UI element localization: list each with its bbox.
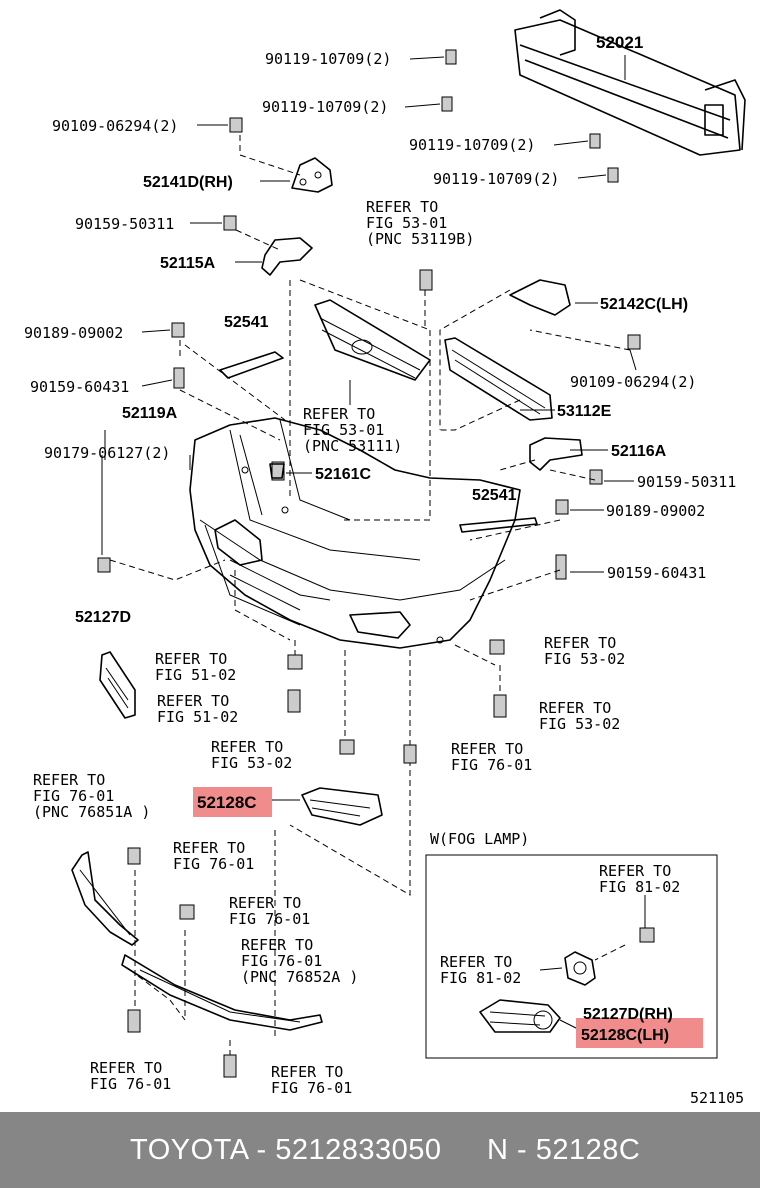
label-ref4a: REFER TO	[155, 650, 227, 668]
fasteners-lower	[127, 639, 655, 1078]
label-ref6b: FIG 53-02	[539, 715, 620, 733]
label-ref13c: (PNC 76852A )	[241, 968, 358, 986]
label-ref15b: FIG 76-01	[90, 1075, 171, 1093]
reinforcement-52021	[514, 9, 746, 156]
label-c9: 90159-60431	[30, 378, 129, 396]
bolt-icon	[171, 49, 641, 580]
fog-cover-52127D	[99, 651, 136, 719]
label-c1: 90119-10709(2)	[265, 50, 391, 68]
label-ref14b: FIG 81-02	[440, 969, 521, 987]
label-52142C: 52142C(LH)	[600, 296, 688, 313]
label-c2: 90119-10709(2)	[262, 98, 388, 116]
label-c12: 90189-09002	[606, 502, 705, 520]
label-c4: 90119-10709(2)	[409, 136, 535, 154]
label-ref8a: REFER TO	[451, 740, 523, 758]
label-c3: 90109-06294(2)	[52, 117, 178, 135]
label-fog-title: W(FOG LAMP)	[430, 830, 529, 848]
label-c13: 90159-60431	[607, 564, 706, 582]
label-ref5a: REFER TO	[157, 692, 229, 710]
footer-part-number: TOYOTA - 5212833050	[130, 1133, 442, 1166]
label-ref3a: REFER TO	[544, 634, 616, 652]
label-ref2b: FIG 53-01	[303, 421, 384, 439]
grille-53111	[314, 299, 431, 381]
label-ref16a: REFER TO	[271, 1063, 343, 1081]
label-ref2c: (PNC 53111)	[303, 437, 402, 455]
labels: 52021 90119-10709(2) 90119-10709(2) 9010…	[24, 33, 744, 1107]
label-ref16b: FIG 76-01	[271, 1079, 352, 1097]
bracket-52141D	[291, 157, 333, 193]
spoiler-76851A	[71, 851, 139, 946]
label-52128C: 52128C	[197, 793, 257, 812]
label-ref11b: FIG 81-02	[599, 878, 680, 896]
bracket-52116A	[529, 437, 583, 471]
highlight-52128C	[193, 787, 272, 817]
grille-53112E	[444, 337, 553, 421]
label-ref6a: REFER TO	[539, 699, 611, 717]
label-ref12b: FIG 76-01	[229, 910, 310, 928]
label-53112E: 53112E	[557, 403, 612, 420]
label-c7: 90189-09002	[24, 324, 123, 342]
label-ref15a: REFER TO	[90, 1059, 162, 1077]
label-fog-52127D: 52127D(RH)	[583, 1006, 673, 1023]
label-52116A: 52116A	[611, 443, 667, 460]
label-fog-52128C: 52128C(LH)	[581, 1027, 669, 1044]
parts-diagram: 52021 90119-10709(2) 90119-10709(2) 9010…	[24, 9, 746, 1107]
label-ref5b: FIG 51-02	[157, 708, 238, 726]
label-ref13a: REFER TO	[241, 936, 313, 954]
footer-bar: TOYOTA - 5212833050 N - 52128C	[0, 1112, 760, 1188]
bracket-52115A	[261, 237, 313, 276]
molding-52541-lower	[459, 517, 538, 533]
highlight-52128C-LH	[576, 1018, 703, 1048]
label-c8: 90109-06294(2)	[570, 373, 696, 391]
label-ref11a: REFER TO	[599, 862, 671, 880]
label-52021: 52021	[596, 33, 643, 52]
label-52541-b: 52541	[472, 487, 517, 504]
label-ref3b: FIG 53-02	[544, 650, 625, 668]
clip-90179	[97, 557, 111, 573]
label-ref7a: REFER TO	[211, 738, 283, 756]
label-c6: 90159-50311	[75, 215, 174, 233]
clip-52161C	[269, 463, 285, 479]
label-ref9a: REFER TO	[33, 771, 105, 789]
label-diagram-code: 521105	[690, 1089, 744, 1107]
label-ref12a: REFER TO	[229, 894, 301, 912]
fog-cover-52128C	[301, 787, 383, 826]
bumper-cover-52119A	[189, 417, 521, 649]
label-ref14a: REFER TO	[440, 953, 512, 971]
label-ref1c: (PNC 53119B)	[366, 230, 474, 248]
label-52119A: 52119A	[122, 405, 178, 422]
bracket-52142C	[509, 279, 571, 316]
label-52127D: 52127D	[75, 609, 131, 626]
label-ref10b: FIG 76-01	[173, 855, 254, 873]
label-52115A: 52115A	[160, 255, 216, 272]
label-ref2a: REFER TO	[303, 405, 375, 423]
label-ref8b: FIG 76-01	[451, 756, 532, 774]
label-ref7b: FIG 53-02	[211, 754, 292, 772]
label-52541-a: 52541	[224, 314, 269, 331]
label-52161C: 52161C	[315, 466, 371, 483]
label-c5: 90119-10709(2)	[433, 170, 559, 188]
fog-lamp-box	[425, 854, 718, 1059]
label-ref4b: FIG 51-02	[155, 666, 236, 684]
label-c11: 90159-50311	[637, 473, 736, 491]
label-ref9b: FIG 76-01	[33, 787, 114, 805]
spoiler-76852A	[121, 954, 323, 1031]
label-ref1b: FIG 53-01	[366, 214, 447, 232]
label-52141D: 52141D(RH)	[143, 174, 233, 191]
label-ref9c: (PNC 76851A )	[33, 803, 150, 821]
label-c10: 90179-06127(2)	[44, 444, 170, 462]
label-ref13b: FIG 76-01	[241, 952, 322, 970]
footer-pnc: N - 52128C	[487, 1133, 641, 1166]
label-ref10a: REFER TO	[173, 839, 245, 857]
label-ref1a: REFER TO	[366, 198, 438, 216]
molding-52541	[219, 351, 284, 379]
dashed-lines	[109, 135, 631, 1060]
